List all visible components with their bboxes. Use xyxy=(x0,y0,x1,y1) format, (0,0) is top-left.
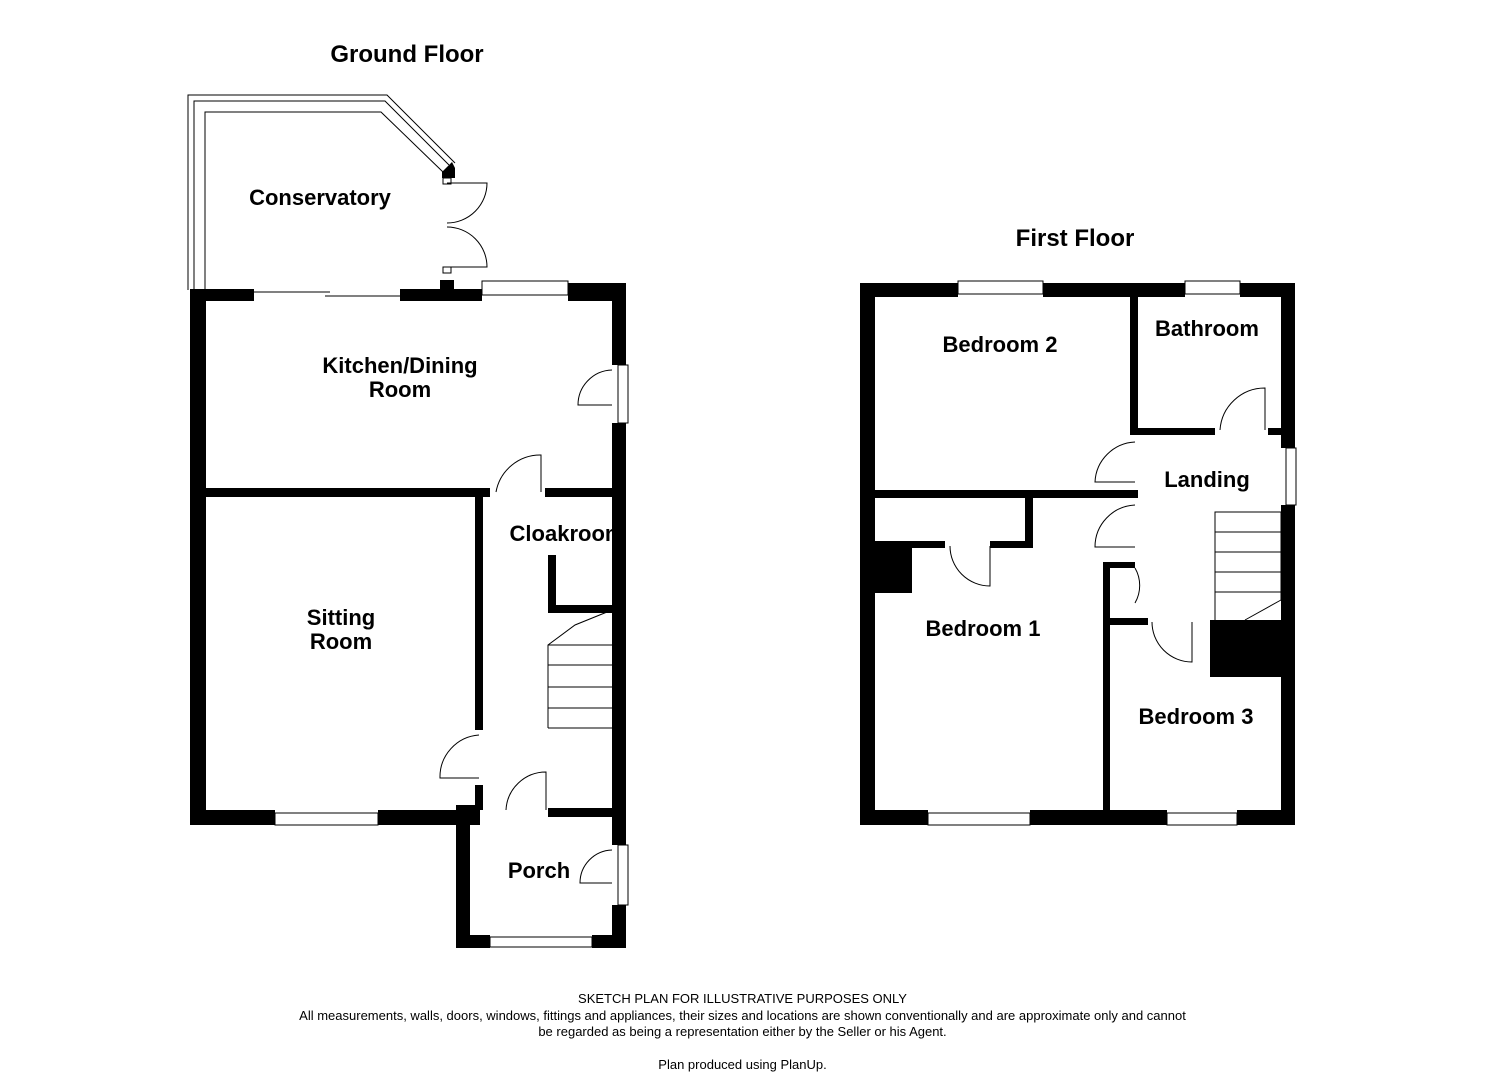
disclaimer-title: SKETCH PLAN FOR ILLUSTRATIVE PURPOSES ON… xyxy=(578,991,907,1006)
room-label-bedroom-3: Bedroom 3 xyxy=(1139,704,1254,729)
ground-floor-plan: Ground Floor xyxy=(187,41,629,948)
window xyxy=(617,844,629,906)
first-floor-title: First Floor xyxy=(1016,225,1135,252)
plan-credit: Plan produced using PlanUp. xyxy=(658,1056,827,1072)
room-label-landing: Landing xyxy=(1164,467,1250,492)
window xyxy=(617,364,629,424)
room-label-bedroom-2: Bedroom 2 xyxy=(943,332,1058,357)
first-floor-plan: First Floor xyxy=(860,225,1297,826)
window xyxy=(489,936,593,948)
room-label-cloakroom: Cloakroom xyxy=(510,521,625,546)
room-label-conservatory: Conservatory xyxy=(249,185,392,210)
room-label-sitting-2: Room xyxy=(310,629,372,654)
disclaimer-line-1: All measurements, walls, doors, windows,… xyxy=(299,1007,1186,1023)
room-label-bedroom-1: Bedroom 1 xyxy=(926,616,1041,641)
window xyxy=(927,812,1031,826)
room-label-porch: Porch xyxy=(508,858,570,883)
room-label-kitchen: Kitchen/Dining xyxy=(322,353,477,378)
room-label-sitting: Sitting xyxy=(307,605,375,630)
staircase xyxy=(547,609,613,729)
window xyxy=(481,280,569,296)
window xyxy=(274,812,379,826)
room-label-bathroom: Bathroom xyxy=(1155,316,1259,341)
ground-floor-title: Ground Floor xyxy=(330,41,483,68)
disclaimer: SKETCH PLAN FOR ILLUSTRATIVE PURPOSES ON… xyxy=(0,991,1485,1073)
window xyxy=(1285,447,1297,506)
window xyxy=(957,280,1044,295)
window xyxy=(1166,812,1238,826)
window xyxy=(1184,280,1241,295)
staircase xyxy=(1214,511,1282,621)
room-label-kitchen-2: Room xyxy=(369,377,431,402)
wall xyxy=(400,289,482,301)
conservatory-frame xyxy=(187,94,488,290)
disclaimer-line-2: be regarded as being a representation ei… xyxy=(538,1024,947,1039)
